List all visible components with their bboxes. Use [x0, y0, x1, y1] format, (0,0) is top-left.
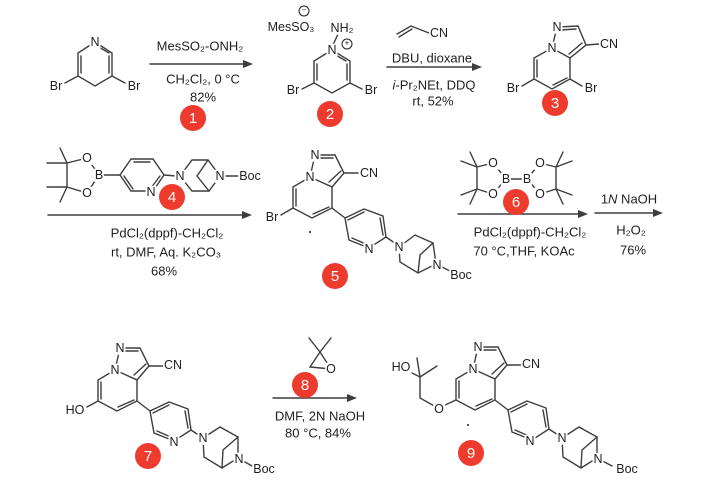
mesylate-counterion-label: MesSO₃	[266, 19, 316, 34]
step-badge-1: 1	[180, 105, 206, 131]
step4-conditions-line2: 70 °C,THF, KOAc	[473, 243, 575, 259]
italic-i: i	[392, 77, 396, 93]
step3-conditions-line2: rt, DMF, Aq. K₂CO₃	[110, 244, 222, 260]
italic-n: N	[608, 191, 618, 207]
step2-conditions-line1: DBU, dioxane	[391, 50, 473, 66]
negative-charge-icon: −	[298, 5, 310, 17]
step3-yield-text: 68%	[150, 263, 178, 279]
n-label: N	[197, 430, 209, 445]
o-label: O	[534, 186, 546, 201]
compound-badge-8: 8	[292, 372, 318, 398]
compound-badge-6: 6	[503, 189, 529, 215]
o-label: O	[534, 155, 546, 170]
n-label: N	[114, 340, 126, 355]
n-label: N	[363, 241, 375, 256]
acrylonitrile-skeleton	[396, 25, 430, 38]
o-label: O	[325, 361, 337, 376]
o-label: O	[433, 401, 445, 416]
step1-yield-text: 82%	[189, 89, 217, 105]
n-label: N	[145, 184, 157, 199]
arrow-step-3	[47, 211, 252, 219]
n-label: N	[592, 451, 604, 466]
step4-conditions-line1: PdCl₂(dppf)-CH₂Cl₂	[473, 224, 587, 240]
step2-yield-text: rt, 52%	[412, 93, 454, 109]
o-label: O	[487, 155, 499, 170]
nh2-label: NH₂	[329, 20, 355, 35]
n-label: N	[174, 168, 186, 183]
step5-conditions-text: H₂O₂	[616, 222, 646, 238]
br-label: Br	[285, 82, 301, 97]
arrow-step-6	[272, 394, 357, 402]
b-label: B	[93, 167, 105, 182]
step1-conditions-text: CH₂Cl₂, 0 °C	[166, 71, 240, 87]
br-label: Br	[126, 78, 142, 93]
compound-badge-5: 5	[322, 263, 348, 289]
step6-conditions-line2: 80 °C, 84%	[285, 425, 351, 441]
compound-badge-2: 2	[317, 101, 343, 127]
n-label: N	[233, 451, 245, 466]
compound-badge-9: 9	[458, 440, 484, 466]
compound-badge-7: 7	[135, 443, 161, 469]
compound-badge-4: 4	[159, 184, 185, 210]
ho-label: HO	[390, 359, 412, 374]
reagent-text: NaOH	[617, 191, 658, 207]
cn-label: CN	[358, 165, 380, 180]
compound-4-skeleton	[46, 147, 242, 203]
reagent-text: 1	[600, 191, 609, 207]
n-label: N	[89, 34, 101, 49]
br-label: Br	[264, 209, 280, 224]
compound-badge-3: 3	[542, 90, 568, 116]
b-label: B	[500, 171, 512, 186]
compound-3-skeleton	[521, 25, 600, 90]
arrow-step-1	[149, 60, 253, 68]
n-label: N	[214, 168, 226, 183]
n-label: N	[326, 42, 338, 57]
boc-label: Boc	[238, 168, 262, 183]
n-label: N	[304, 169, 316, 184]
arrow-step-5	[594, 209, 663, 217]
br-label: Br	[583, 80, 599, 95]
epoxide-skeleton	[308, 337, 333, 370]
n-label: N	[393, 239, 405, 254]
b-label: B	[521, 171, 533, 186]
br-label: Br	[363, 82, 379, 97]
n-label: N	[168, 434, 180, 449]
n-label: N	[467, 361, 479, 376]
step6-conditions-line1: DMF, 2N NaOH	[274, 408, 366, 424]
conditions-text: -Pr₂NEt, DDQ	[395, 77, 476, 93]
compound-1-skeleton	[64, 41, 126, 87]
br-label: Br	[505, 80, 521, 95]
n-label: N	[472, 339, 484, 354]
step5-reagent-text: 1N NaOH	[601, 193, 657, 206]
cn-label: CN	[428, 25, 450, 40]
cn-label: CN	[598, 36, 620, 51]
br-label: Br	[48, 78, 64, 93]
o-label: O	[81, 150, 93, 165]
step1-reagent-text: MesSO₂-ONH₂	[156, 38, 244, 54]
o-label: O	[487, 186, 499, 201]
step3-conditions-line1: PdCl₂(dppf)-CH₂Cl₂	[110, 225, 224, 241]
ho-label: HO	[64, 402, 86, 417]
cn-label: CN	[162, 357, 184, 372]
step5-yield-text: 76%	[619, 242, 647, 258]
n-label: N	[524, 433, 536, 448]
n-label: N	[309, 147, 321, 162]
compound-9-skeleton	[403, 346, 613, 469]
arrow-step-2	[386, 63, 482, 71]
n-label: N	[546, 40, 558, 55]
o-label: O	[81, 185, 93, 200]
n-label: N	[431, 257, 443, 272]
boc-label: Boc	[615, 461, 639, 476]
cn-label: CN	[520, 356, 542, 371]
n-label: N	[109, 362, 121, 377]
positive-charge-icon: +	[341, 38, 353, 50]
compound-5-skeleton	[280, 154, 453, 274]
boc-label: Boc	[449, 267, 473, 282]
n-label: N	[551, 19, 563, 34]
n-label: N	[556, 430, 568, 445]
step2-conditions-line2: i-Pr₂NEt, DDQ	[392, 79, 475, 92]
boc-label: Boc	[252, 461, 276, 476]
